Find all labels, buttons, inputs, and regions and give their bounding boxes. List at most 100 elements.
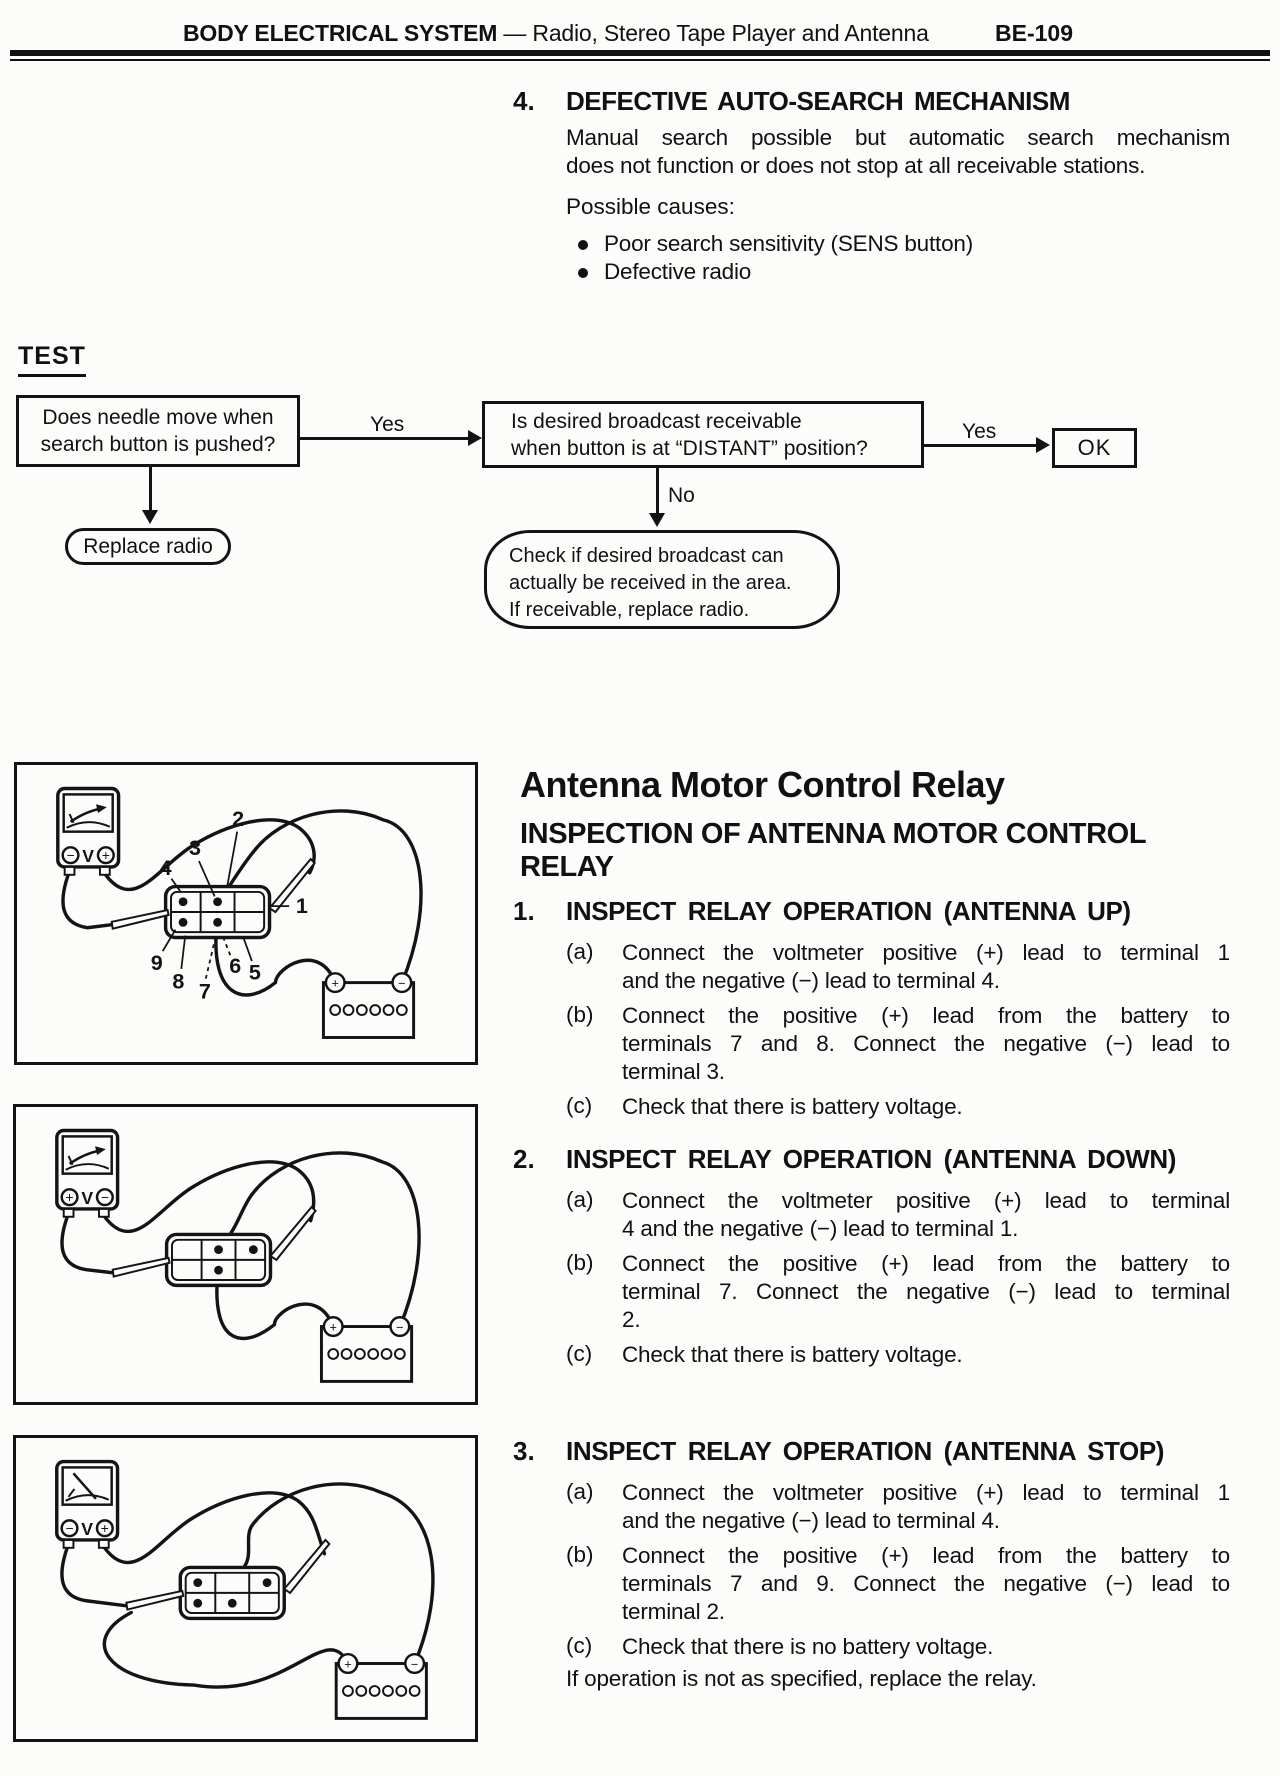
step-line: Check that there is no battery voltage. (622, 1634, 994, 1659)
step-line: terminals 7 and 9. Connect the negative … (622, 1571, 1230, 1596)
step-line: Connect the positive (+) lead from the b… (622, 1251, 1230, 1276)
battery-cell-cap (393, 1348, 406, 1360)
battery-plus-sign: + (329, 1319, 336, 1334)
meter-lead-wire (102, 1160, 316, 1234)
flowchart-text-line: actually be received in the area. (509, 572, 792, 594)
relay-section-title: Antenna Motor Control Relay (520, 764, 1005, 805)
relay-section-subtitle: INSPECTION OF ANTENNA MOTOR CONTROL RELA… (520, 818, 1147, 884)
test-probe (125, 1589, 185, 1611)
flowchart-replace-radio: Replace radio (65, 528, 231, 565)
terminal-contact (214, 1245, 223, 1255)
battery-cell-cap (355, 1685, 368, 1697)
step-line: terminal 7. Connect the negative (−) lea… (622, 1279, 1230, 1304)
step-line: Connect the positive (+) lead from the b… (622, 1003, 1230, 1028)
voltmeter-needle-arrowhead (96, 804, 107, 814)
battery-positive-wire (214, 925, 337, 997)
voltmeter-v-label: V (82, 846, 94, 866)
terminal-number-label: 8 (172, 968, 184, 993)
cause-item: Defective radio (604, 259, 752, 284)
voltmeter-terminal (95, 1519, 114, 1538)
terminal-number-label: 5 (249, 960, 261, 985)
flowchart-ok-box: OK (1052, 428, 1137, 468)
meter-lead-wire (60, 1214, 114, 1275)
terminal-contact (213, 917, 222, 927)
step-line: 2. (622, 1307, 641, 1332)
voltmeter-terminal (96, 846, 115, 865)
flow-connector (924, 444, 1040, 447)
voltmeter-terminal (95, 1188, 114, 1207)
terminal-contact (193, 1578, 203, 1588)
step-label: (b) (566, 1002, 594, 1027)
relay-connector (178, 1565, 286, 1621)
terminal-number-label: 7 (199, 978, 211, 1003)
item-heading: INSPECT RELAY OPERATION (ANTENNA DOWN) (566, 1144, 1177, 1174)
battery-positive-wire (102, 1610, 350, 1689)
step-line: and the negative (−) lead to terminal 4. (622, 1508, 1000, 1533)
terminal-contact (178, 917, 188, 927)
battery-positive-terminal (324, 972, 346, 994)
battery-cell-cap (340, 1348, 353, 1360)
diagram-antenna-stop: V−++− (13, 1435, 478, 1742)
terminal-leader-line (226, 831, 239, 886)
meter-lead-wire (60, 1545, 128, 1608)
step-b: (b) Connect the positive (+) lead from t… (566, 1250, 1230, 1334)
terminal-number-label: 3 (189, 835, 201, 860)
battery-minus-sign: − (396, 1319, 403, 1334)
voltmeter-left-sign: − (67, 848, 75, 863)
header-section-title: BODY ELECTRICAL SYSTEM (183, 20, 498, 46)
header-rule-thick (10, 50, 1270, 56)
step-line: Connect the positive (+) lead from the b… (622, 1543, 1230, 1568)
voltmeter-foot (98, 1207, 110, 1218)
battery-cell-cap (408, 1685, 421, 1697)
step-line: Connect the voltmeter positive (+) lead … (622, 1188, 1230, 1213)
paragraph-line: does not function or does not stop at al… (566, 153, 1146, 178)
relay-connector (163, 884, 272, 940)
terminal-number-label: 9 (151, 950, 163, 975)
header-subsection-title: — Radio, Stereo Tape Player and Antenna (497, 20, 929, 46)
flowchart-question-box-2: Is desired broadcast receivable when but… (482, 401, 924, 468)
arrow-down-icon (649, 513, 665, 527)
terminal-contact (193, 1598, 203, 1608)
wiring-diagram-antenna-down: V+−+− (55, 1128, 421, 1383)
battery: +− (319, 1315, 414, 1383)
battery-negative-wire (229, 1151, 421, 1329)
subtitle-line: RELAY (520, 851, 614, 883)
possible-causes-label: Possible causes: (566, 194, 735, 219)
terminal-leader-line (161, 929, 177, 952)
terminal-leader-line (180, 935, 187, 969)
step-c: (c) Check that there is battery voltage. (566, 1093, 1230, 1121)
battery-cell-cap (369, 1004, 382, 1016)
flow-connector (300, 437, 472, 440)
step-c: (c) Check that there is no battery volta… (566, 1633, 1230, 1661)
voltmeter-foot (63, 865, 76, 876)
terminal-contact (214, 1265, 223, 1275)
voltmeter-v-label: V (81, 1188, 93, 1208)
battery-cell-cap (382, 1004, 395, 1016)
battery: +− (321, 972, 416, 1039)
step-label: (b) (566, 1250, 594, 1275)
terminal-contact (262, 1578, 272, 1588)
voltmeter-scale-tick (67, 1155, 74, 1166)
battery-plus-sign: + (331, 976, 338, 991)
battery-cell-cap (329, 1004, 342, 1016)
terminal-number-label: 2 (232, 806, 244, 831)
battery-negative-wire (243, 1482, 435, 1666)
terminal-contact (227, 1598, 237, 1608)
item-number: 3. (513, 1436, 535, 1466)
battery: +− (334, 1652, 428, 1720)
voltmeter-foot (62, 1207, 75, 1218)
step-line: terminal 2. (622, 1599, 725, 1624)
flowchart-text-line: Check if desired broadcast can (509, 545, 784, 567)
page-number: BE-109 (995, 20, 1073, 46)
step-line: terminals 7 and 8. Connect the negative … (622, 1031, 1230, 1056)
flow-connector (149, 467, 152, 514)
voltmeter-terminal (60, 1519, 79, 1538)
flowchart-text-line: search button is pushed? (40, 433, 276, 456)
section4-heading: DEFECTIVE AUTO-SEARCH MECHANISM (566, 86, 1070, 116)
step-label: (a) (566, 1187, 594, 1212)
battery-cell-cap (395, 1685, 408, 1697)
arrow-down-icon (142, 510, 158, 524)
battery-negative-terminal (404, 1652, 426, 1675)
battery-negative-wire (228, 809, 423, 985)
